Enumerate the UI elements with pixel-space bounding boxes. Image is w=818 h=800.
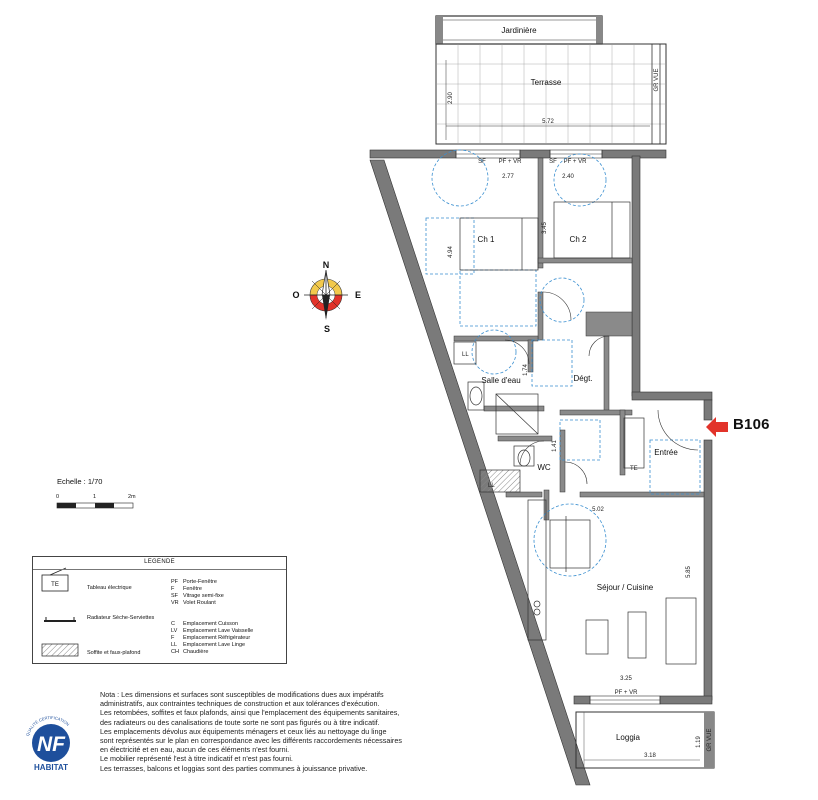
loggia-side-tag: GR VUE: [707, 728, 713, 751]
dim-ch2-width: 2.40: [562, 174, 574, 180]
loggia-zone: [575, 711, 715, 769]
legend-code: LL: [171, 642, 178, 648]
note-line: Les terrasses, balcons et loggias sont d…: [100, 763, 368, 773]
note-line: Les emplacements dévolus aux équipements…: [100, 726, 387, 736]
te-box-tag: TE: [630, 466, 638, 472]
note-line: Le mobilier représenté l'est à titre ind…: [100, 754, 293, 764]
compass-s: S: [324, 324, 330, 334]
ll-tag-1: LL: [462, 352, 469, 358]
room-label-sejour: Séjour / Cuisine: [597, 583, 654, 592]
bay-tag-pf-1: PF + VR: [499, 159, 523, 165]
doors: [504, 291, 699, 485]
note-line: administratifs, aux contraintes techniqu…: [100, 699, 380, 709]
ll-tag-2: LL: [488, 483, 495, 489]
compass-e: E: [355, 290, 361, 300]
legend-code-label: Volet Roulant: [183, 600, 216, 606]
legend-code-label: Emplacement Réfrigérateur: [183, 635, 251, 641]
legend-code-label: Emplacement Lave Vaisselle: [183, 628, 254, 634]
room-label-entree: Entrée: [654, 448, 678, 457]
room-label-salle-eau: Salle d'eau: [481, 376, 520, 385]
legend-title: LEGENDE: [144, 559, 175, 565]
scale-tick-0: 0: [56, 494, 60, 500]
legend-code: CH: [171, 649, 179, 655]
dim-terrasse-depth: 2.90: [448, 92, 454, 104]
room-label-wc: WC: [537, 463, 551, 472]
legend-code-label: Emplacement Cuisson: [183, 621, 239, 627]
legend-code: VR: [171, 600, 179, 606]
compass-o: O: [292, 290, 299, 300]
bay-tag-sf-2: SF: [549, 159, 557, 165]
dim-loggia-depth: 1.19: [696, 736, 702, 748]
dim-sejour-bottom-width: 3.25: [620, 676, 632, 682]
legend-code: F: [171, 635, 175, 641]
dim-ch1-width: 2.77: [502, 174, 514, 180]
dim-terrasse-width: 5.72: [542, 119, 554, 125]
scale-tick-2: 2m: [128, 494, 136, 500]
bathroom-fixtures: [453, 341, 645, 493]
room-label-ch2: Ch 2: [570, 235, 587, 244]
scale-bar: [56, 502, 134, 509]
dim-wc-depth: 1.41: [552, 440, 558, 452]
legend-code: SF: [171, 593, 179, 599]
scale-tick-1: 1: [93, 494, 97, 500]
compass-n: N: [323, 260, 330, 270]
legend-code-label: Porte-Fenêtre: [183, 579, 217, 585]
furniture-clearances: [425, 149, 701, 577]
note-line: Nota : Les dimensions et surfaces sont s…: [100, 690, 384, 699]
room-label-loggia: Loggia: [616, 733, 641, 742]
legend-te-label: Tableau électrique: [87, 585, 132, 591]
legend-code: F: [171, 586, 175, 592]
room-label-ch1: Ch 1: [478, 235, 495, 244]
note-line: en électricité et en eau, aucun de ces é…: [100, 745, 290, 755]
legend-te-symbol-text: TE: [51, 582, 59, 588]
kitchen-and-living-furniture: [527, 499, 697, 665]
legend-code-label: Fenêtre: [183, 586, 202, 592]
room-label-terrasse: Terrasse: [531, 78, 562, 87]
bay-tag-bottom: PF + VR: [615, 690, 639, 696]
legend-divider: [33, 569, 286, 570]
legend-code-label: Chaudière: [183, 649, 209, 655]
bay-tag-pf-2: PF + VR: [564, 159, 588, 165]
dim-sejour-width: 5.02: [592, 507, 604, 513]
legend-code-label: Emplacement Lave Linge: [183, 642, 246, 648]
dim-sejour-depth: 5.85: [686, 566, 692, 578]
legend-box: LEGENDE Tableau électrique Radiateur Sèc…: [32, 556, 287, 664]
dim-loggia-width: 3.18: [644, 753, 656, 759]
beds: [459, 201, 631, 271]
terrasse-zone: [435, 15, 667, 145]
dim-ch2-depth: 3.45: [542, 222, 548, 234]
room-label-jardiniere: Jardinière: [501, 26, 537, 35]
legend-radiator-label: Radiateur Sèche-Serviettes: [87, 615, 155, 621]
legend-code: C: [171, 621, 175, 627]
entry-arrow-icon: [706, 417, 728, 437]
nf-logo-text: NF: [37, 733, 66, 756]
nf-logo-caption: HABITAT: [34, 763, 68, 772]
bay-tag-sf-1: SF: [478, 159, 486, 165]
legend-code: PF: [171, 579, 179, 585]
terrasse-side-tag: GR VUE: [654, 68, 660, 91]
compass-rose-icon: [304, 269, 348, 320]
dim-sde-depth: 1.74: [523, 364, 529, 376]
scale-label: Echelle : 1/70: [57, 477, 103, 486]
disclaimer-note: Nota : Les dimensions et surfaces sont s…: [100, 690, 430, 773]
note-line: sont représentés sur le plan en correspo…: [100, 736, 402, 746]
note-line: des radiateurs ou des canalisations de t…: [100, 717, 380, 727]
room-label-degt: Dégt.: [573, 374, 592, 383]
dim-ch1-depth: 4.94: [448, 246, 454, 258]
interior-walls: [453, 157, 705, 521]
legend-code: LV: [171, 628, 178, 634]
note-line: Les retombées, soffites et faux plafonds…: [100, 708, 400, 718]
unit-id-label: B106: [733, 416, 770, 433]
legend-soffite-label: Soffite et faux-plafond: [87, 650, 141, 656]
legend-code-label: Vitrage semi-fixe: [183, 593, 224, 599]
nf-habitat-logo: QUALITÉ CERTIFICATION NF HABITAT: [25, 715, 71, 772]
